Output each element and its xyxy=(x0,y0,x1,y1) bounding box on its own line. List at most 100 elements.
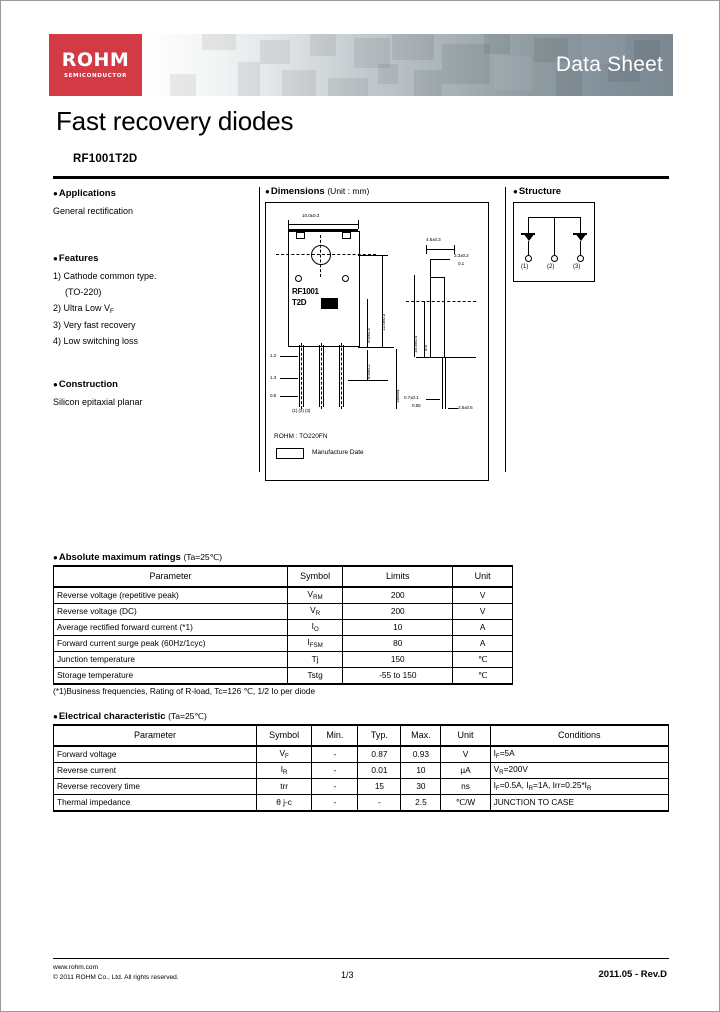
feature-item: (TO-220) xyxy=(65,286,102,297)
date-legend-box xyxy=(276,448,304,459)
structure-pin-1: (1) xyxy=(521,264,529,270)
dim-top-width: 10.0±0.3 xyxy=(302,213,320,218)
footer-revision: 2011.05 - Rev.D xyxy=(598,969,667,980)
abs-max-heading: Absolute maximum ratings (Ta=25℃) xyxy=(53,552,513,563)
dim-side-top: 4.5±0.3 xyxy=(426,237,441,242)
cell-symbol: IFSM xyxy=(287,635,344,652)
title-divider xyxy=(53,176,669,179)
dim-lead-length: 16MIN. xyxy=(395,388,400,403)
dim-side-t3: 0.1 xyxy=(458,261,465,266)
feature-item: 4) Low switching loss xyxy=(53,335,139,346)
applications-heading: Applications xyxy=(53,186,253,203)
cell-symbol: Tstg xyxy=(287,667,344,685)
logo-tagline: SEMICONDUCTOR xyxy=(63,73,127,79)
dim-lead-w3: 0.8 xyxy=(270,393,277,398)
features-section: Features 1) Cathode common type. (TO-220… xyxy=(53,251,253,349)
table-row: Reverse recovery time trr - 15 30 ns IF=… xyxy=(53,778,670,795)
dimensions-heading: Dimensions (Unit : mm) xyxy=(265,186,497,197)
table-row: Forward voltage VF - 0.87 0.93 V IF=5A xyxy=(53,745,670,763)
construction-section: Construction Silicon epitaxial planar xyxy=(53,377,253,410)
structure-pin-2: (2) xyxy=(547,264,555,270)
cell-conditions: IF=0.5A, IR=1A, Irr=0.25*IR xyxy=(489,778,670,795)
cell-symbol: Tj xyxy=(287,651,344,668)
dimensions-drawing: 10.0±0.3 RF1001 T2D 1.2 1.3 0.8 xyxy=(265,202,489,481)
logo-wordmark: ROHM xyxy=(61,49,130,71)
date-legend-label: Manufacture Date xyxy=(312,449,364,456)
structure-pin-3: (3) xyxy=(573,264,581,270)
cell-symbol: VF xyxy=(255,745,313,763)
header-banner: Data Sheet xyxy=(142,34,673,96)
diode-symbol xyxy=(575,233,587,241)
dim-lead-w2: 1.3 xyxy=(270,375,277,380)
cell-conditions: IF=5A xyxy=(489,745,670,763)
structure-heading: Structure xyxy=(513,186,633,197)
part-number: RF1001T2D xyxy=(73,153,138,165)
table-row: Forward current surge peak (60Hz/1cyc) I… xyxy=(52,635,513,652)
cell-symbol: VR xyxy=(287,603,344,620)
col-typ: Typ. xyxy=(357,724,402,747)
dim-lead-t2: 0.55 xyxy=(412,403,421,408)
dim-shoulder: 6.0±0.2 xyxy=(366,364,371,379)
table-row: Junction temperature Tj 150 ℃ xyxy=(52,651,513,668)
cell-symbol: IR xyxy=(255,762,313,779)
dim-lead-t1: 0.7±0.1 xyxy=(404,395,419,400)
structure-diagram: (1) (2) (3) xyxy=(513,202,595,282)
footer-page-number: 1/3 xyxy=(341,970,354,980)
col-limits: Limits xyxy=(342,565,454,588)
col-conditions: Conditions xyxy=(489,724,670,747)
applications-text: General rectification xyxy=(53,205,134,216)
cell-conditions: JUNCTION TO CASE xyxy=(489,794,670,812)
cell-symbol: IO xyxy=(287,619,344,636)
construction-heading: Construction xyxy=(53,377,253,394)
abs-max-section: Absolute maximum ratings (Ta=25℃) Parame… xyxy=(52,552,513,696)
page-title: Fast recovery diodes xyxy=(56,106,294,136)
table-row: Reverse voltage (repetitive peak) VRM 20… xyxy=(52,586,513,604)
col-unit: Unit xyxy=(452,565,513,588)
table-header-row: Parameter Symbol Min. Typ. Max. Unit Con… xyxy=(53,724,670,747)
package-name: ROHM : TO220FN xyxy=(274,433,328,440)
cell-symbol: trr xyxy=(255,778,313,795)
dim-side-t2: 3.3±0.2 xyxy=(454,253,469,258)
table-row: Average rectified forward current (*1) I… xyxy=(52,619,513,636)
elec-heading: Electrical characteristic (Ta=25℃) xyxy=(53,711,669,722)
dimensions-column: Dimensions (Unit : mm) 10.0±0.3 xyxy=(265,186,497,481)
banner-title: Data Sheet xyxy=(555,53,663,76)
page-header: ROHM SEMICONDUCTOR Data Sheet xyxy=(49,34,673,96)
col-parameter: Parameter xyxy=(52,565,289,588)
footer-website[interactable]: www.rohm.com xyxy=(53,964,99,971)
footer-divider xyxy=(53,958,669,959)
package-body xyxy=(288,231,360,347)
dim-body-height: 9.0±0.3 xyxy=(366,328,371,343)
construction-text: Silicon epitaxial planar xyxy=(53,396,143,407)
dim-pin-labels: (1) (2) (3) xyxy=(292,408,311,413)
column-divider xyxy=(259,187,260,472)
cell-symbol: VRM xyxy=(287,586,344,604)
left-column: Applications General rectification Featu… xyxy=(53,186,253,412)
elec-section: Electrical characteristic (Ta=25℃) Param… xyxy=(53,711,670,812)
package-marking-line1: RF1001 xyxy=(292,287,319,296)
table-row: Thermal impedance θ j-c - - 2.5 ℃/W JUNC… xyxy=(53,794,670,812)
col-min: Min. xyxy=(311,724,359,747)
cell-symbol: θ j-c xyxy=(255,794,313,812)
elec-table: Parameter Symbol Min. Typ. Max. Unit Con… xyxy=(53,724,670,812)
col-symbol: Symbol xyxy=(255,724,313,747)
dimensions-unit-note: (Unit : mm) xyxy=(327,186,370,196)
dim-lead-pitch: 2.5±0.5 xyxy=(458,405,473,410)
table-row: Reverse voltage (DC) VR 200 V xyxy=(52,603,513,620)
table-row: Storage temperature Tstg -55 to 150 ℃ xyxy=(52,667,513,685)
col-parameter: Parameter xyxy=(53,724,257,747)
elec-condition: (Ta=25℃) xyxy=(168,711,207,721)
dim-overall-height: 12.0±0.3 xyxy=(381,313,386,331)
footer-copyright: © 2011 ROHM Co., Ltd. All rights reserve… xyxy=(53,973,179,981)
cell-conditions: VR=200V xyxy=(489,762,670,779)
feature-item: 3) Very fast recovery xyxy=(53,319,136,330)
diode-symbol xyxy=(523,233,535,241)
col-symbol: Symbol xyxy=(287,565,344,588)
dim-lead-w1: 1.2 xyxy=(270,353,277,358)
abs-max-table: Parameter Symbol Limits Unit Reverse vol… xyxy=(52,565,513,685)
package-marking-line2: T2D xyxy=(292,298,307,307)
rohm-logo: ROHM SEMICONDUCTOR xyxy=(49,34,142,96)
dim-side-h1: 15.5±0.4 xyxy=(413,335,418,353)
feature-item: 2) Ultra Low VF xyxy=(53,302,114,315)
